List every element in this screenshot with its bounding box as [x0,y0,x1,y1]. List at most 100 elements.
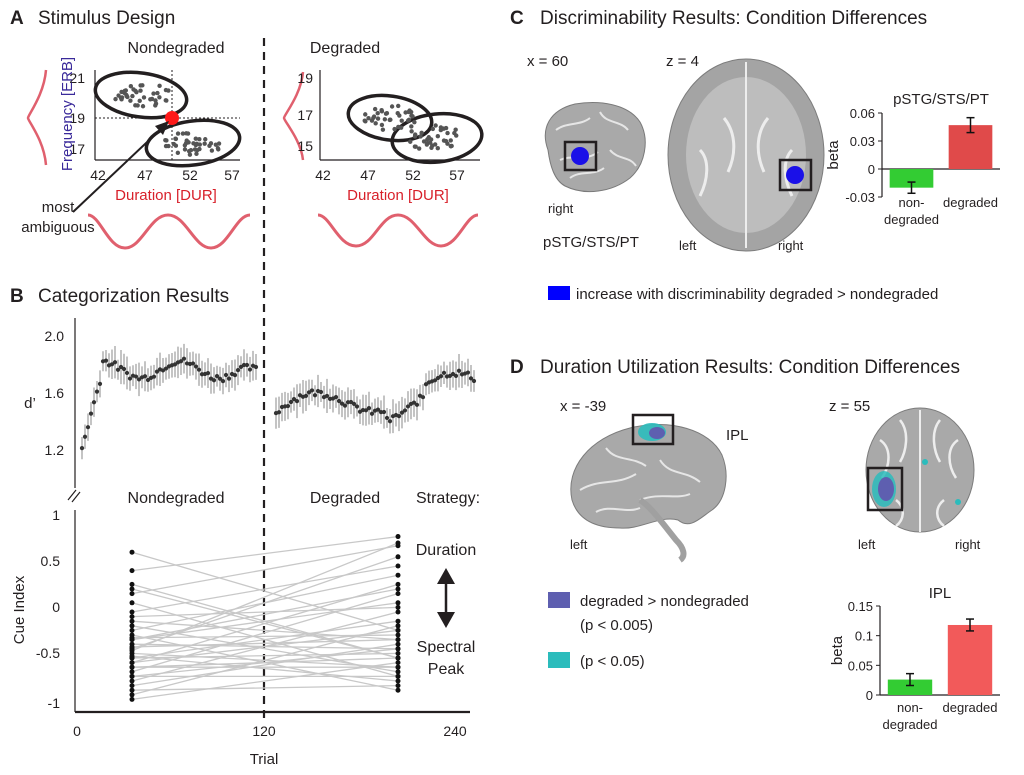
stimulus-dot [406,117,412,122]
cue-point-degraded [395,632,401,638]
dprime-point [411,400,417,405]
strategy-spectral: Spectral [417,639,476,656]
stimulus-dot [163,137,168,143]
duration-distribution-curve [87,213,251,250]
cue-point-degraded [395,572,401,578]
dprime-point [345,400,351,405]
dprime-point [163,366,169,371]
stimulus-dot [432,142,438,147]
bar-ytick-label: 0.15 [848,599,873,614]
dprime-point [211,378,217,383]
stimulus-dot [138,83,143,88]
cue-point-degraded [395,687,401,693]
roi-box-ipl-axial [866,466,904,512]
stimulus-dot [194,151,199,157]
stimulus-dot [416,146,422,151]
bar-chart-pstg: -0.0300.030.06non-degradeddegradedpSTG/S… [825,91,1000,227]
stimulus-dot [202,141,207,146]
cue-ytick-1: 1 [52,507,60,523]
bar [889,169,934,188]
frequency-axis-label: Frequency [ERB] [59,57,76,171]
dprime-point [276,410,282,415]
arrow-up-icon [437,568,455,584]
cue-point-nondegraded [129,644,135,650]
stimulus-dot [163,87,169,93]
xtick-42: 42 [90,167,106,183]
coord-z4: z = 4 [666,53,699,70]
legend-swatch-purple [548,592,570,608]
dprime-point [115,367,121,372]
dprime-point [97,381,103,386]
stimulus-dot [369,118,375,123]
cue-point-nondegraded [129,618,135,624]
stimulus-dot [419,130,424,136]
cue-point-degraded [395,554,401,560]
stimulus-dot [153,101,159,106]
stimulus-dot [418,134,423,139]
bar-ytick-label: 0.03 [850,134,875,149]
cue-point-nondegraded [129,568,135,574]
cue-index-line [131,606,399,618]
dprime-point [405,404,411,409]
ytick-19-degraded: 19 [297,70,313,86]
cue-ytick--0.5: -0.5 [36,645,60,661]
stimulus-dot [362,118,367,123]
stimulus-dot [424,142,430,147]
panel-d-label: D [510,357,524,378]
stimulus-dot [384,111,390,116]
stimulus-dot [433,123,438,128]
stimulus-dot [399,118,404,123]
stimulus-dot [203,137,208,142]
cue-index-line [131,592,399,673]
stimulus-dot [148,97,153,102]
cue-point-nondegraded [129,549,135,555]
stimulus-dot [396,103,401,109]
stimulus-dot [408,139,413,144]
stimulus-dot [166,143,171,149]
panel-d: D Duration Utilization Results: Conditio… [510,357,1000,732]
stimulus-dot [119,95,125,100]
dprime-point [232,373,238,378]
arrow-down-icon [437,612,455,628]
stimulus-dot [429,145,434,151]
annotation-arrowhead [155,121,169,135]
dprime-point [363,408,369,413]
cue-point-degraded [395,609,401,615]
cue-index-line [131,625,399,696]
cue-point-nondegraded [129,687,135,693]
cue-index-line [131,565,399,613]
label-right-axial-d: right [955,537,981,552]
cue-point-nondegraded [129,648,135,654]
stimulus-dot [180,131,186,136]
bar-category-label: non- [897,700,923,715]
dprime-point [456,368,462,373]
stimulus-dot [430,126,436,132]
bar-ytick-label: 0.05 [848,658,873,673]
dprime-point [342,403,348,408]
cue-point-degraded [395,646,401,652]
dprime-point [468,376,474,381]
panel-c: C Discriminability Results: Condition Di… [510,8,1000,303]
strategy-heading: Strategy: [416,490,480,507]
dprime-point [450,371,456,377]
dprime-ytick-2.0: 2.0 [45,328,65,344]
xtick-57-degraded: 57 [449,167,465,183]
stimulus-dot [157,83,162,89]
label-left-axial-d: left [858,537,876,552]
cue-point-degraded [395,655,401,661]
cue-point-nondegraded [129,692,135,698]
stimulus-dot [188,147,194,153]
dprime-point [79,446,85,451]
stimulus-dot [192,147,198,152]
dprime-point [82,434,88,439]
dprime-point [306,390,312,395]
dprime-point [238,364,244,369]
dprime-point [118,364,124,370]
stimulus-dot [453,127,458,132]
dprime-point [142,374,148,379]
cue-point-degraded [395,683,401,689]
stimulus-dot [380,127,386,132]
cue-point-nondegraded [129,660,135,666]
dprime-point [127,376,133,381]
